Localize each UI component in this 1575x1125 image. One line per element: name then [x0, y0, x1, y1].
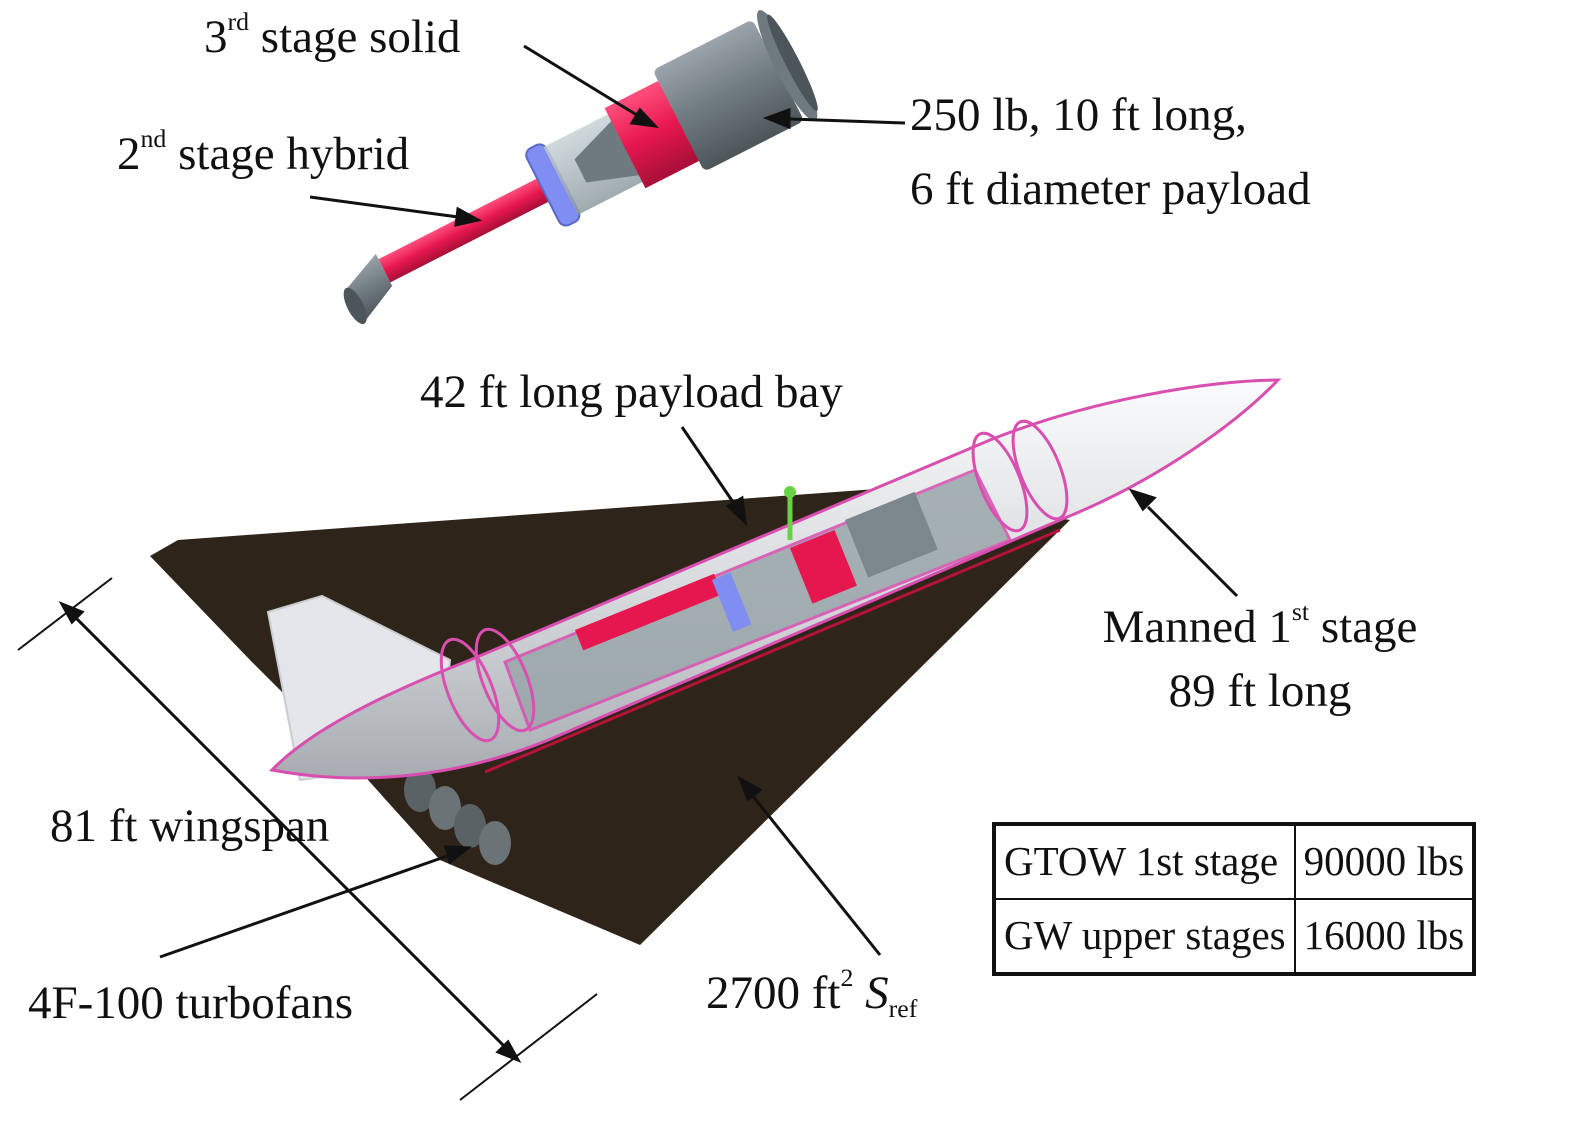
label-area-sub: ref [888, 994, 918, 1024]
bay-frame-aft-2 [474, 627, 536, 733]
label-manned-post: stage [1309, 601, 1418, 653]
table-cell-value: 90000 lbs [1293, 823, 1476, 900]
table-cell-label: GW upper stages [993, 898, 1296, 975]
label-payload-bay: 42 ft long payload bay [420, 366, 843, 418]
table-cell-label: GTOW 1st stage [993, 823, 1296, 900]
bay-frame-aft [439, 637, 501, 743]
third-stage-nozzle [574, 119, 641, 183]
label-manned-pre: Manned 1 [1102, 601, 1292, 653]
payload-dish-face [767, 14, 818, 112]
label-wingspan: 81 ft wingspan [50, 800, 330, 852]
nozzle-exit [343, 287, 367, 325]
bay-payload [844, 491, 938, 578]
label-area-symbol: S [865, 967, 889, 1019]
label-second-stage-rest: stage hybrid [166, 128, 410, 180]
table-cell-value: 16000 lbs [1293, 898, 1476, 975]
table-row: GTOW 1st stage 90000 lbs [993, 823, 1476, 900]
leader-lines [17, 44, 1239, 1101]
label-second-stage-hybrid: 2nd stage hybrid [117, 126, 410, 180]
label-payload-line1: 250 lb, 10 ft long, [910, 89, 1247, 141]
label-area-exp: 2 [840, 963, 854, 993]
bay-frame-forward [971, 431, 1029, 533]
third-stage-solid [604, 79, 701, 189]
label-manned-first-stage: Manned 1st stage [1074, 599, 1446, 653]
label-reference-area: 2700 ft2 Sref [706, 965, 917, 1022]
bay-interstage-ring [712, 572, 752, 632]
label-payload-line2: 6 ft diameter payload [910, 163, 1311, 215]
arrowhead-second-stage [454, 206, 483, 227]
label-second-stage-sup: nd [140, 124, 167, 154]
bay-hybrid-tube [574, 573, 723, 651]
label-manned-sup: st [1291, 597, 1310, 627]
first-stage-vehicle [150, 378, 1282, 945]
arrowhead-manned-stage [1128, 488, 1157, 512]
label-turbofans: 4F-100 turbofans [28, 977, 354, 1029]
upper-stages-assembly [343, 10, 818, 325]
label-second-stage-num: 2 [117, 128, 141, 180]
turbofan-pods [404, 768, 511, 865]
table-row: GW upper stages 16000 lbs [993, 898, 1476, 975]
payload-cylinder [654, 21, 803, 170]
wingspan-tick-bottom [459, 993, 598, 1101]
weights-table: GTOW 1st stage 90000 lbs GW upper stages… [992, 822, 1477, 976]
wingspan-tick-top [17, 577, 113, 651]
bay-third-stage [790, 530, 857, 604]
label-third-stage-rest: stage solid [249, 11, 461, 63]
wing-chine [484, 528, 1061, 774]
arrowhead-payload [762, 107, 791, 130]
label-area-value: 2700 ft [706, 967, 841, 1019]
second-stage-hybrid-tube [378, 177, 551, 283]
arrowhead-area [737, 775, 763, 802]
bay-frame-forward-2 [1011, 419, 1069, 521]
label-manned-length: 89 ft long [1168, 665, 1352, 717]
antenna-tip [784, 486, 796, 498]
arrowhead-turbofans [444, 845, 473, 865]
arrowhead-third-stage [629, 107, 659, 129]
label-third-stage-solid: 3rd stage solid [204, 9, 461, 63]
arrowhead-wingspan-bottom [495, 1039, 522, 1063]
label-third-stage-num: 3 [204, 11, 228, 63]
label-third-stage-sup: rd [227, 7, 250, 37]
arrowhead-payload-bay [725, 495, 748, 526]
